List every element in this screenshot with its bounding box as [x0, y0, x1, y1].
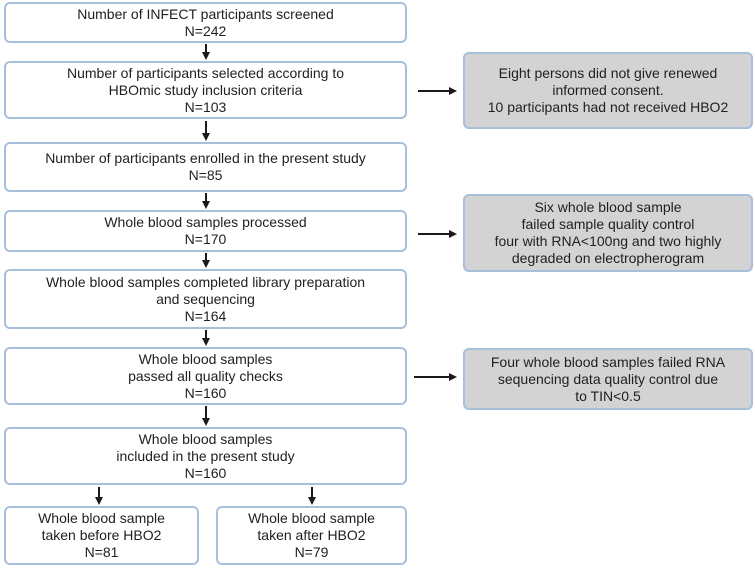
after-label-1: Whole blood sample — [248, 510, 375, 526]
box-library: Whole blood samples completed library pr… — [4, 269, 407, 329]
passed-label-2: passed all quality checks — [128, 367, 283, 384]
consent-line-3: 10 participants had not received HBO2 — [487, 99, 729, 115]
library-label-1: Whole blood samples completed library pr… — [45, 273, 366, 290]
box-after: Whole blood sample taken after HBO2 N=79 — [216, 506, 407, 565]
box-enrolled: Number of participants enrolled in the p… — [4, 142, 407, 192]
passed-count: N=160 — [184, 384, 227, 401]
sample-qc-line-3: four with RNA<100ng and two highly — [494, 233, 722, 249]
screened-count: N=242 — [184, 22, 227, 39]
included-label-2: included in the present study — [116, 447, 295, 464]
sample-qc-line-4: degraded on electropherogram — [511, 250, 705, 266]
exclusion-seq-qc: Four whole blood samples failed RNA sequ… — [463, 348, 753, 410]
selected-count: N=103 — [184, 98, 227, 115]
enrolled-label: Number of participants enrolled in the p… — [45, 150, 366, 166]
before-count: N=81 — [84, 544, 119, 560]
after-count: N=79 — [294, 544, 329, 560]
box-selected: Number of participants selected accordin… — [4, 61, 407, 119]
processed-count: N=170 — [184, 231, 227, 247]
box-passed: Whole blood samples passed all quality c… — [4, 347, 407, 405]
consent-line-1: Eight persons did not give renewed — [498, 65, 718, 81]
library-label-2: and sequencing — [156, 290, 255, 307]
sample-qc-line-1: Six whole blood sample — [534, 199, 682, 215]
included-label-1: Whole blood samples — [138, 430, 273, 447]
seq-qc-line-1: Four whole blood samples failed RNA — [490, 353, 726, 370]
included-count: N=160 — [184, 464, 227, 481]
seq-qc-line-3: to TIN<0.5 — [575, 387, 641, 404]
box-processed: Whole blood samples processed N=170 — [4, 210, 407, 252]
after-label-2: taken after HBO2 — [257, 527, 366, 543]
exclusion-sample-qc: Six whole blood sample failed sample qua… — [463, 194, 753, 272]
box-screened: Number of INFECT participants screened N… — [4, 2, 407, 43]
selected-label-2: HBOmic study inclusion criteria — [108, 81, 303, 98]
passed-label-1: Whole blood samples — [138, 350, 273, 367]
box-included: Whole blood samples included in the pres… — [4, 427, 407, 485]
seq-qc-line-2: sequencing data quality control due — [497, 370, 719, 387]
consent-line-2: informed consent. — [552, 82, 664, 98]
box-before: Whole blood sample taken before HBO2 N=8… — [4, 506, 199, 565]
library-count: N=164 — [184, 307, 227, 324]
before-label-1: Whole blood sample — [38, 510, 165, 526]
sample-qc-line-2: failed sample quality control — [521, 216, 695, 232]
selected-label-1: Number of participants selected accordin… — [66, 64, 345, 81]
screened-label: Number of INFECT participants screened — [77, 5, 334, 22]
enrolled-count: N=85 — [188, 167, 223, 183]
before-label-2: taken before HBO2 — [41, 527, 162, 543]
exclusion-consent: Eight persons did not give renewed infor… — [463, 52, 753, 129]
processed-label: Whole blood samples processed — [104, 214, 307, 230]
